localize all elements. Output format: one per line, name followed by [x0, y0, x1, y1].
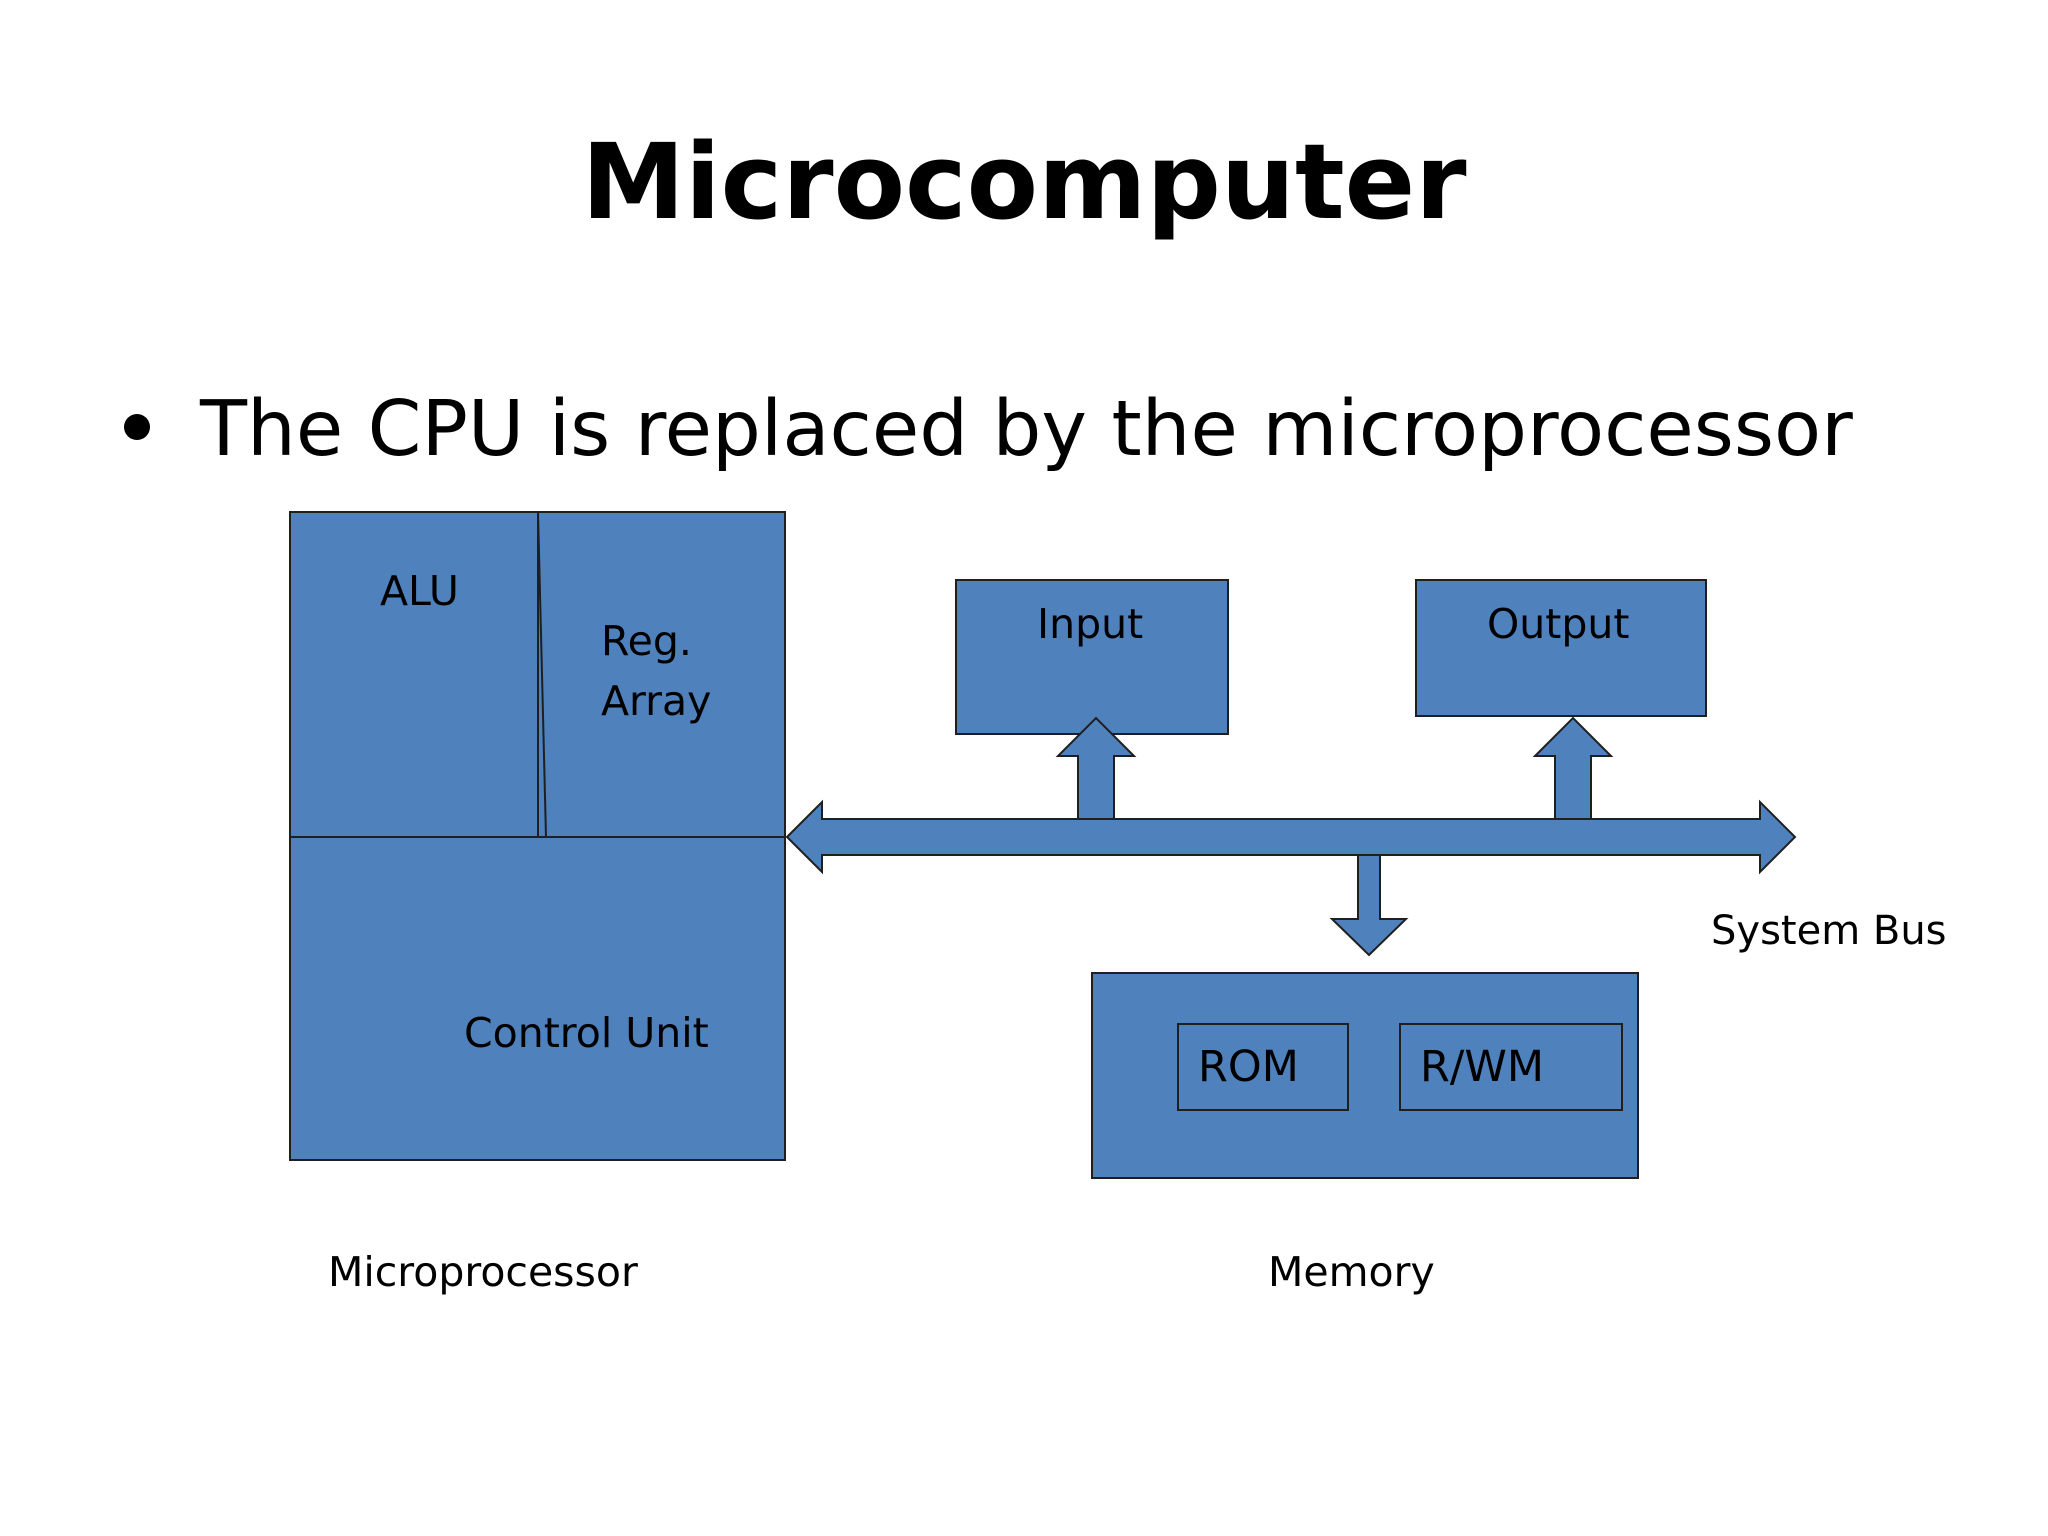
rom-label: ROM: [1198, 1042, 1299, 1092]
microprocessor-block: ALU Reg. Array Control Unit: [289, 511, 786, 1161]
output-label: Output: [1487, 600, 1629, 648]
memory-caption: Memory: [1268, 1248, 1435, 1296]
input-arrow: [1055, 716, 1137, 820]
rom-box: [1177, 1023, 1349, 1111]
alu-label: ALU: [380, 567, 459, 615]
alu-box: [289, 511, 547, 838]
memory-block: ROM R/WM: [1091, 972, 1639, 1179]
output-box: [1415, 579, 1707, 717]
rwm-box: [1399, 1023, 1623, 1111]
input-label: Input: [1037, 600, 1143, 648]
memory-arrow: [1329, 854, 1409, 957]
rwm-label: R/WM: [1420, 1042, 1544, 1092]
system-bus-arrow: [785, 799, 1797, 875]
control-unit-label: Control Unit: [464, 1009, 709, 1057]
control-unit-box: [289, 836, 786, 1161]
reg-label-line1: Reg.: [601, 617, 692, 665]
input-box: [955, 579, 1229, 735]
alu-reg-divider: [537, 511, 547, 838]
reg-label-line2: Array: [601, 677, 711, 725]
bullet-text: The CPU is replaced by the microprocesso…: [200, 385, 1853, 474]
memory-box: [1091, 972, 1639, 1179]
output-arrow: [1532, 716, 1614, 820]
microprocessor-caption: Microprocessor: [328, 1248, 638, 1296]
reg-array-box: [537, 511, 786, 838]
bullet-dot: [124, 414, 150, 440]
system-bus-label: System Bus: [1711, 908, 1947, 954]
slide-title: Microcomputer: [581, 121, 1467, 243]
microprocessor-outline: [289, 511, 786, 1161]
